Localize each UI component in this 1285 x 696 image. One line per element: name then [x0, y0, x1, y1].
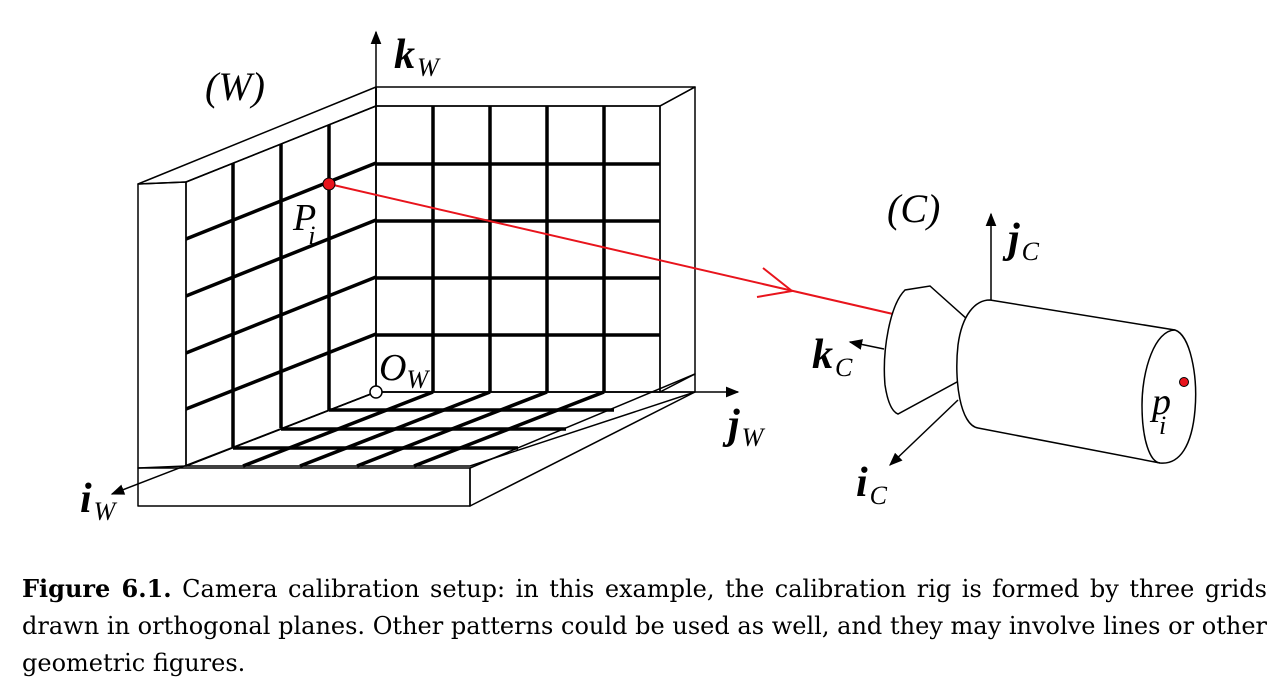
- floor-grid: [233, 390, 614, 468]
- back-wall-side-face: [659, 86, 696, 393]
- figure-caption: Figure 6.1. Camera calibration setup: in…: [22, 570, 1267, 682]
- camera-lens: [883, 285, 969, 415]
- camera-body-end: [1141, 329, 1176, 464]
- world-i-label: iW: [80, 476, 118, 526]
- camera-j-label: jC: [1002, 216, 1040, 266]
- caption-text: Camera calibration setup: in this exampl…: [22, 575, 1267, 677]
- world-origin-marker: [369, 385, 383, 399]
- world-i-axis: [110, 391, 377, 495]
- image-point-marker: [1179, 377, 1189, 387]
- floor-side-face: [469, 373, 696, 507]
- ray-arrowhead: [756, 267, 795, 298]
- camera-k-label: kC: [812, 332, 853, 382]
- world-frame-label: (W): [205, 64, 265, 109]
- floor-front-face: [137, 467, 471, 507]
- camera-axes: [848, 212, 997, 466]
- world-point-label: Pi: [292, 197, 316, 250]
- world-axes: [110, 30, 740, 495]
- back-wall-top-face: [375, 86, 696, 107]
- camera-frame-label: (C): [887, 186, 940, 231]
- back-wall-front-face: [375, 105, 661, 393]
- projection-ray: [328, 183, 894, 315]
- world-point-marker: [322, 177, 336, 191]
- back-wall-grid: [376, 106, 660, 392]
- world-j-label: jW: [722, 402, 766, 452]
- left-wall-front-face: [137, 181, 187, 469]
- camera-i-axis: [889, 399, 959, 466]
- camera: [883, 285, 1197, 464]
- camera-k-axis: [848, 339, 885, 350]
- figure-number: Figure 6.1.: [22, 574, 172, 603]
- world-origin-label: OW: [379, 347, 430, 394]
- world-k-label: kW: [394, 32, 441, 82]
- camera-i-label: iC: [856, 460, 888, 510]
- left-wall-grid: [185, 125, 377, 447]
